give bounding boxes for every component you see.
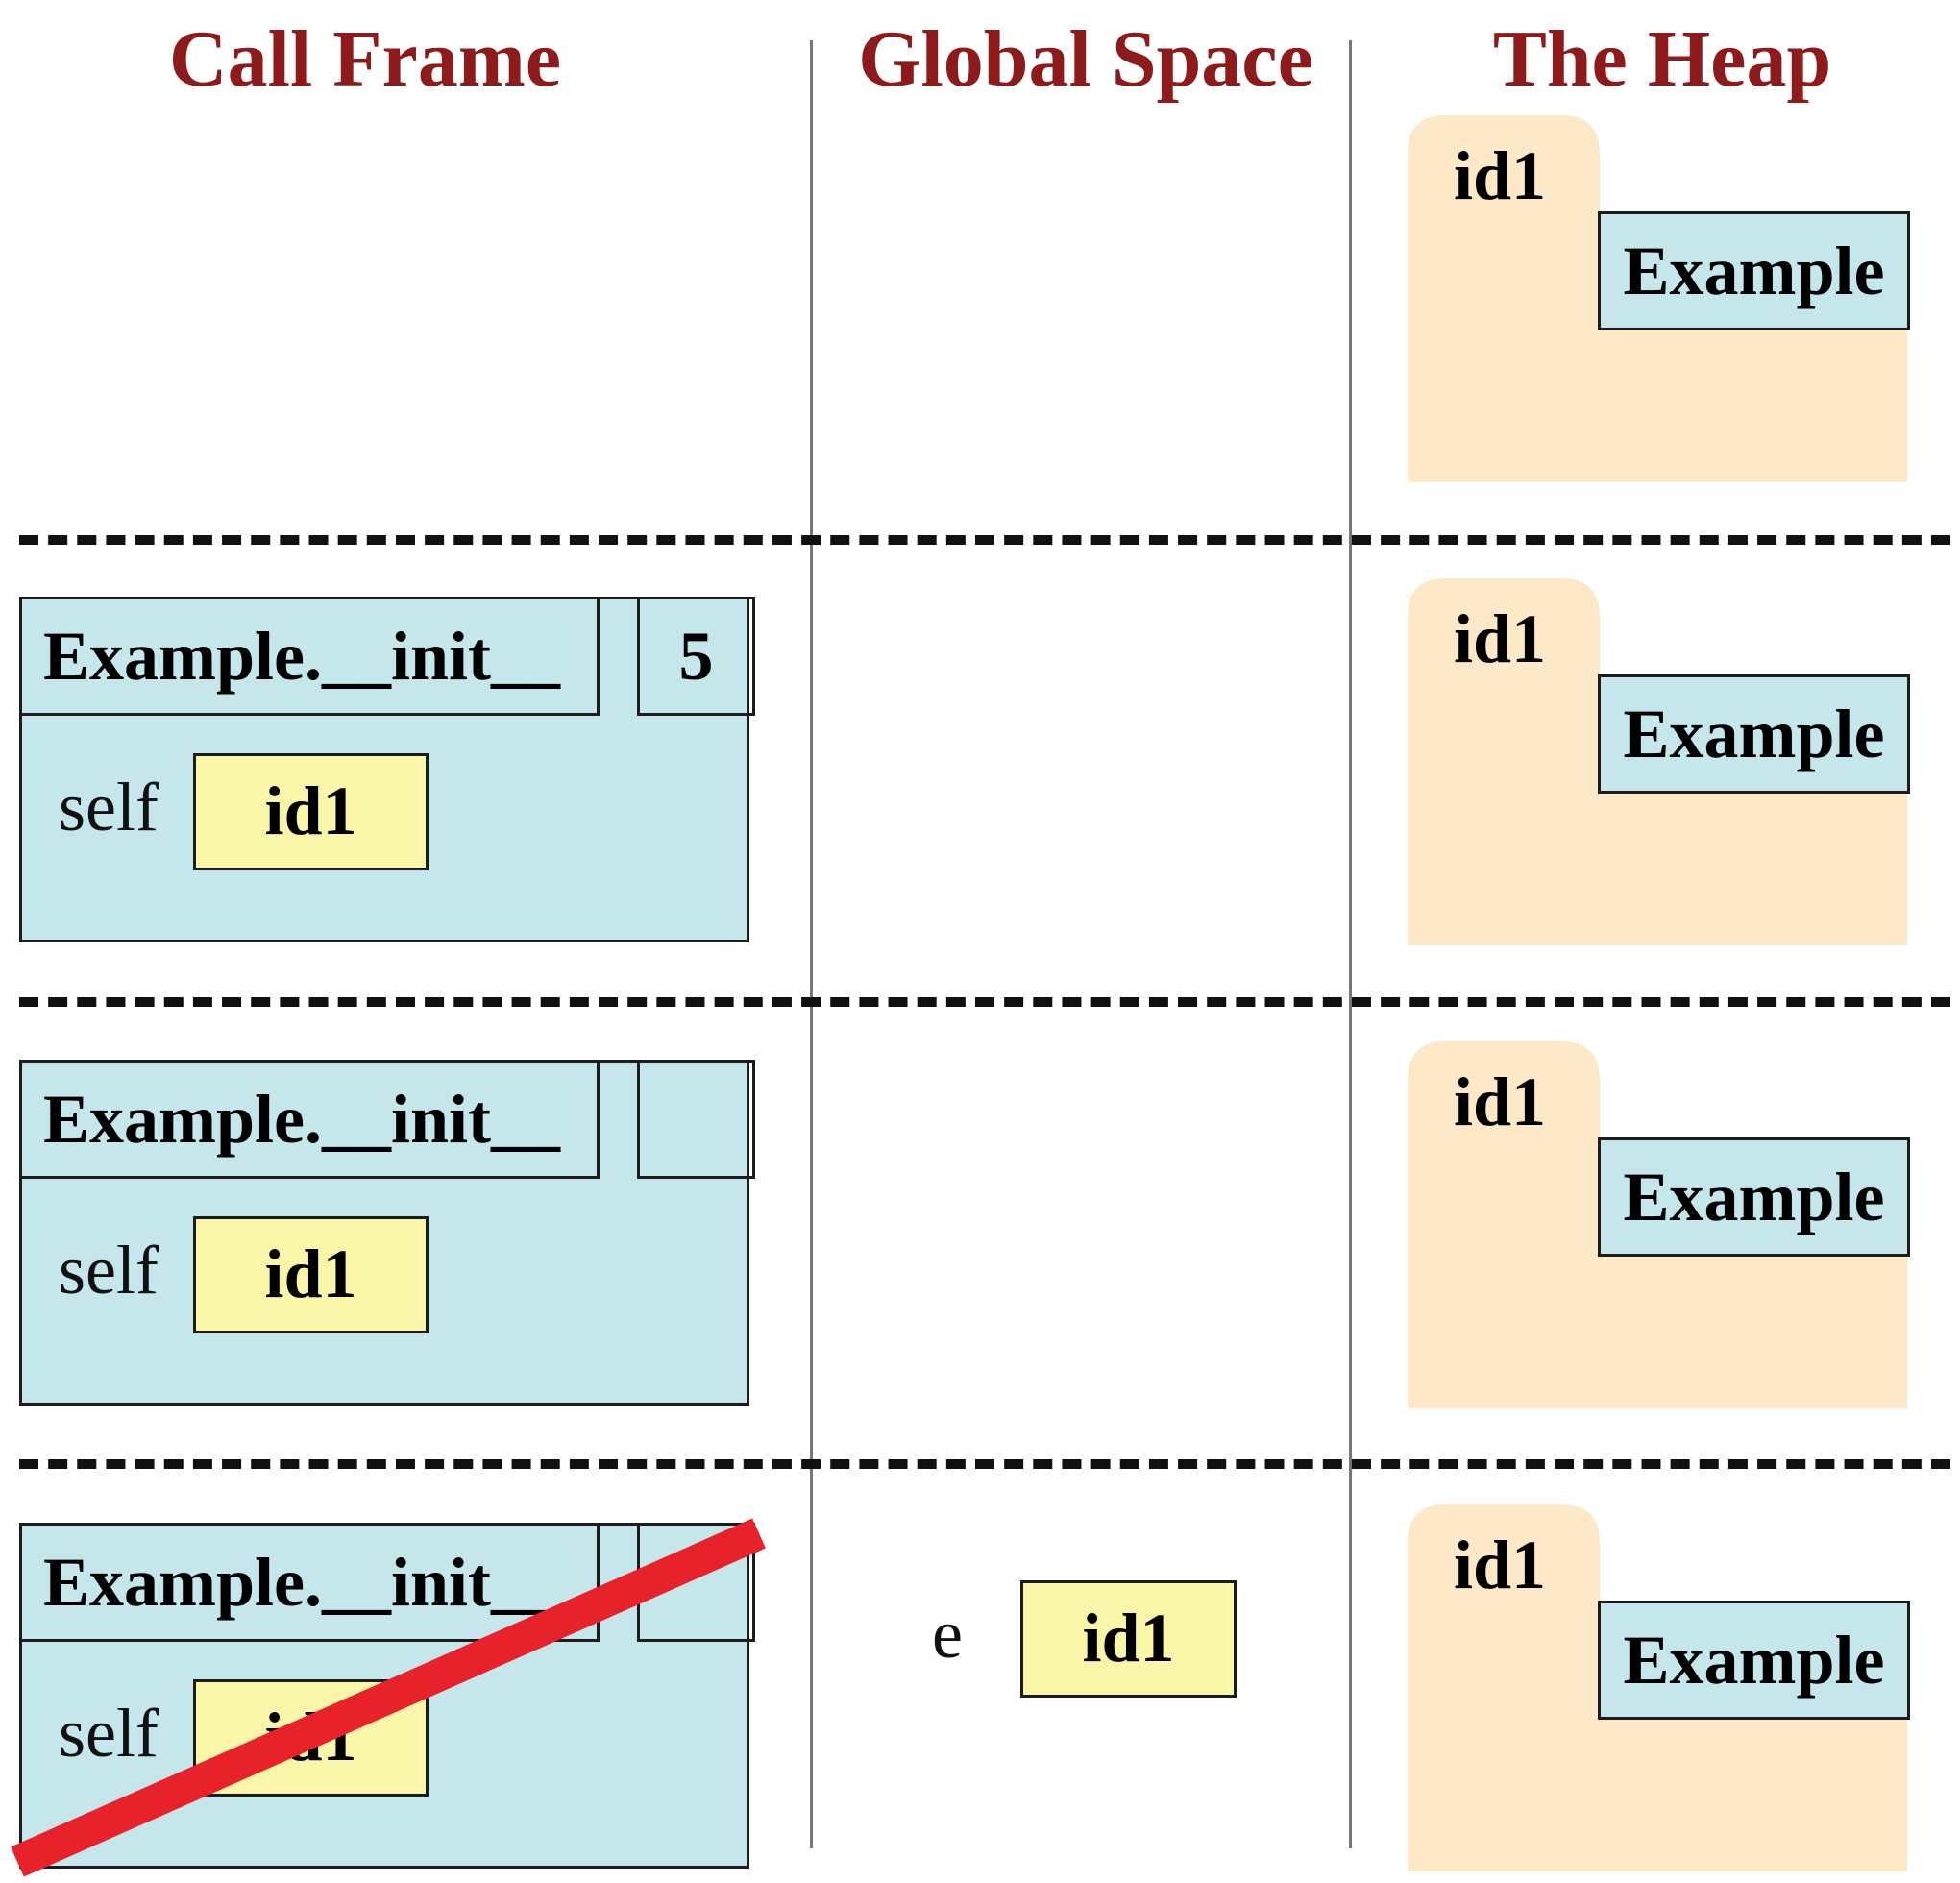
heap-object: id1 Example (1408, 578, 1910, 945)
frame-var-value: id1 (193, 1216, 429, 1333)
frame-name: Example.__init__ (19, 597, 600, 716)
heap-object-id: id1 (1454, 137, 1547, 214)
heap-object-id: id1 (1454, 600, 1547, 677)
call-frame: Example.__init__ self id1 (19, 1060, 755, 1406)
heap-object-class: Example (1598, 211, 1910, 330)
heap-header: The Heap (1492, 14, 1832, 104)
heap-object-class: Example (1598, 1601, 1910, 1720)
heap-object: id1 Example (1408, 115, 1910, 482)
global-var-value: id1 (1020, 1580, 1237, 1698)
frame-var-value: id1 (193, 753, 429, 870)
frame-var-name: self (59, 1232, 159, 1308)
step-divider-2 (19, 997, 1950, 1007)
heap-object-id: id1 (1454, 1064, 1547, 1140)
call-frame: Example.__init__ 5 self id1 (19, 597, 755, 942)
global-space-header: Global Space (858, 14, 1313, 104)
global-var-name: e (932, 1596, 963, 1673)
heap-object-class: Example (1598, 1137, 1910, 1257)
call-frame-header: Call Frame (168, 14, 562, 104)
heap-object: id1 Example (1408, 1504, 1910, 1871)
heap-object-class: Example (1598, 674, 1910, 794)
frame-program-counter: 5 (637, 597, 755, 716)
step-divider-3 (19, 1459, 1950, 1469)
frame-erased-strike (11, 1518, 766, 1877)
frame-name: Example.__init__ (19, 1060, 600, 1179)
frame-var-name: self (59, 769, 159, 845)
frame-var-name: self (59, 1695, 159, 1772)
column-divider-right (1349, 40, 1352, 1848)
column-divider-left (810, 40, 813, 1848)
heap-object: id1 Example (1408, 1041, 1910, 1408)
frame-program-counter (637, 1060, 755, 1179)
step-divider-1 (19, 535, 1950, 545)
heap-object-id: id1 (1454, 1527, 1547, 1603)
frame-name: Example.__init__ (19, 1523, 600, 1642)
